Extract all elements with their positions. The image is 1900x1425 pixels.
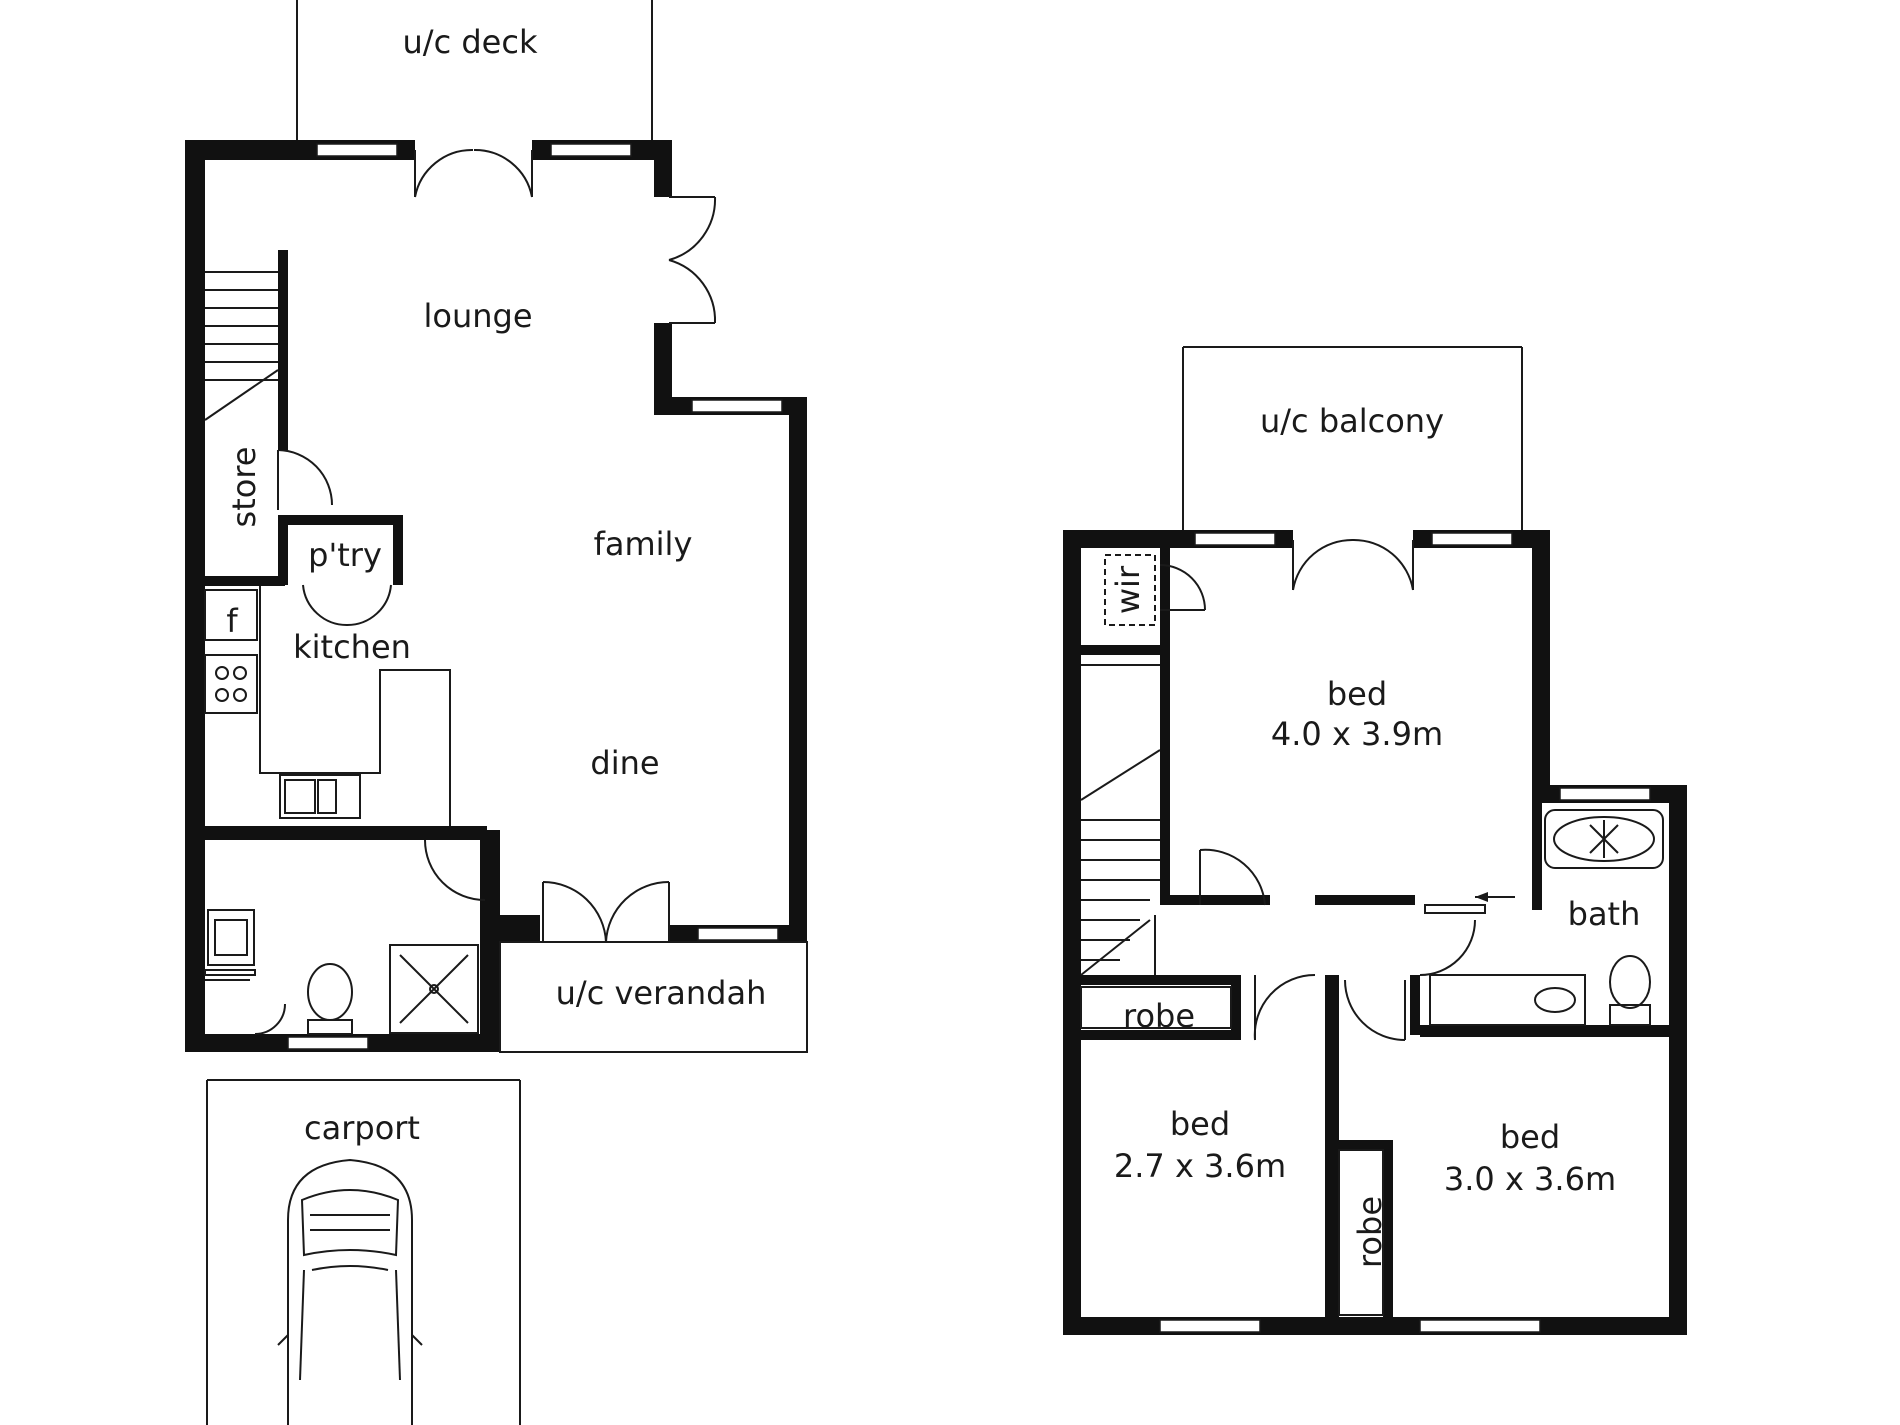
kitchen-fittings (204, 586, 451, 826)
label-bed3-size: 3.0 x 3.6m (1444, 1160, 1616, 1198)
label-bed2-size: 2.7 x 3.6m (1114, 1147, 1286, 1185)
ground-windows (287, 143, 783, 1050)
label-bath: bath (1568, 895, 1641, 933)
label-fridge: f (226, 602, 238, 640)
label-bed1: bed (1327, 675, 1387, 713)
label-bed2: bed (1170, 1105, 1230, 1143)
first-floor: u/c balcony wir bed 4.0 x 3.9m bath robe… (1063, 346, 1687, 1335)
label-verandah: u/c verandah (556, 974, 767, 1012)
label-pantry: p'try (308, 536, 382, 574)
first-windows (1159, 532, 1651, 1333)
first-stairs (1080, 664, 1161, 976)
deck-outline (296, 0, 653, 140)
label-wir: wir (1109, 565, 1147, 614)
car-icon (277, 1158, 423, 1425)
wir-closet (1104, 554, 1206, 626)
label-carport: carport (304, 1109, 420, 1147)
label-robe1: robe (1123, 997, 1195, 1035)
label-robe2: robe (1351, 1196, 1389, 1268)
label-deck: u/c deck (403, 23, 538, 61)
label-bed3: bed (1500, 1118, 1560, 1156)
label-bed1-size: 4.0 x 3.9m (1271, 715, 1443, 753)
first-internal-walls (1081, 540, 1669, 1320)
carport-outline (206, 1079, 521, 1425)
balcony-outline (1182, 346, 1523, 530)
robe-fronts (1080, 986, 1384, 1316)
ground-internal-walls (204, 515, 487, 981)
label-store: store (225, 447, 263, 528)
first-hall-doors (1199, 848, 1515, 1041)
label-lounge: lounge (423, 297, 532, 335)
pantry-doors (302, 584, 392, 627)
label-kitchen: kitchen (293, 628, 411, 666)
balcony-doors (1292, 538, 1414, 591)
verandah-outline (499, 941, 808, 1053)
label-balcony: u/c balcony (1260, 402, 1444, 440)
label-dine: dine (590, 744, 659, 782)
label-family: family (594, 525, 693, 563)
ground-stairs (204, 250, 288, 450)
ground-floor: u/c deck lounge family store p'try f kit… (185, 0, 808, 1425)
laundry-fittings (207, 909, 479, 1035)
bath-fittings (1429, 809, 1664, 1026)
ground-doors (277, 148, 717, 943)
